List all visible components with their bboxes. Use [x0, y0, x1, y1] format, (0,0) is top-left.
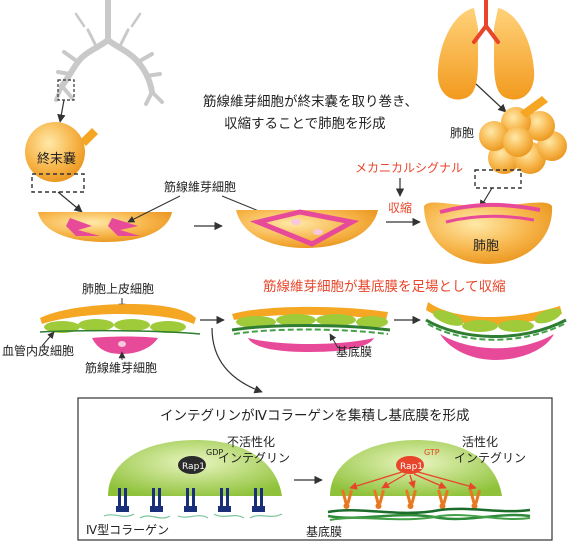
active-integrin-line1: 活性化 [462, 435, 498, 449]
alveolus-label: 肺胞 [473, 239, 499, 254]
rap1-inactive: Rap1 [182, 462, 205, 472]
tissue-before [39, 304, 201, 354]
active-integrins [341, 489, 481, 509]
basement-membrane-label: 基底膜 [336, 344, 372, 359]
bronchial-tree [54, 0, 164, 106]
sac-wall-strip [38, 212, 172, 242]
tissue-after [425, 302, 567, 360]
arrow-lungs-to-alveoli [475, 83, 507, 113]
tissue-middle [231, 306, 391, 352]
alveoli-cluster [479, 96, 567, 174]
scattered-collagen [103, 513, 283, 519]
gdp-label: GDP [206, 448, 223, 457]
rap1-active: Rap1 [400, 462, 423, 472]
epithelial-label: 肺胞上皮細胞 [82, 282, 154, 296]
headline-line2: 収縮することで肺胞を形成 [224, 116, 386, 132]
box-title: インテグリンがⅣコラーゲンを集積し基底膜を形成 [160, 407, 469, 424]
zoom-arrow-to-sac [57, 99, 66, 123]
contracting-strip [236, 209, 378, 248]
zoom-box-alveolus [474, 169, 522, 189]
cell-active [330, 440, 502, 496]
inactive-integrin-line2: インテグリン [218, 451, 290, 465]
zoom-arrow-sac-to-strip [57, 191, 83, 213]
active-integrin-line2: インテグリン [454, 451, 526, 465]
arrow-to-detail-box [211, 327, 263, 394]
zoom-box-bronchiole [57, 79, 75, 101]
pointer-endothelial [41, 331, 55, 347]
terminal-sac-label: 終末嚢 [37, 151, 76, 167]
myofibroblast-label-top: 筋線維芽細胞 [164, 179, 236, 194]
cell-inactive [108, 440, 282, 496]
alveolus-cluster-label: 肺胞 [450, 126, 474, 140]
pointer-myofibroblast-1 [127, 195, 181, 223]
headline-line1: 筋線維芽細胞が終末嚢を取り巻き、 [203, 93, 418, 110]
mechanical-signal-label: メカニカルシグナル [355, 161, 463, 175]
terminal-sac [25, 122, 98, 182]
gtp-label: GTP [424, 448, 440, 457]
collagen-iv-label: Ⅳ型コラーゲン [86, 523, 169, 537]
assembled-basement-membrane [327, 507, 531, 521]
rap1-signal-arrows [349, 471, 477, 490]
inactive-integrins [116, 488, 265, 512]
myofibroblast-label-mid: 筋線維芽細胞 [85, 360, 157, 375]
endothelial-label: 血管内皮細胞 [2, 343, 74, 358]
inactive-integrin-line1: 不活性化 [227, 435, 275, 449]
basement-membrane-box-label: 基底膜 [306, 524, 342, 539]
pointer-basement-membrane [329, 333, 339, 349]
mid-headline: 筋線維芽細胞が基底膜を足場として収縮 [263, 278, 506, 295]
lungs-illustration [437, 0, 535, 100]
formed-alveolus [424, 202, 553, 264]
contraction-label: 収縮 [388, 200, 412, 215]
